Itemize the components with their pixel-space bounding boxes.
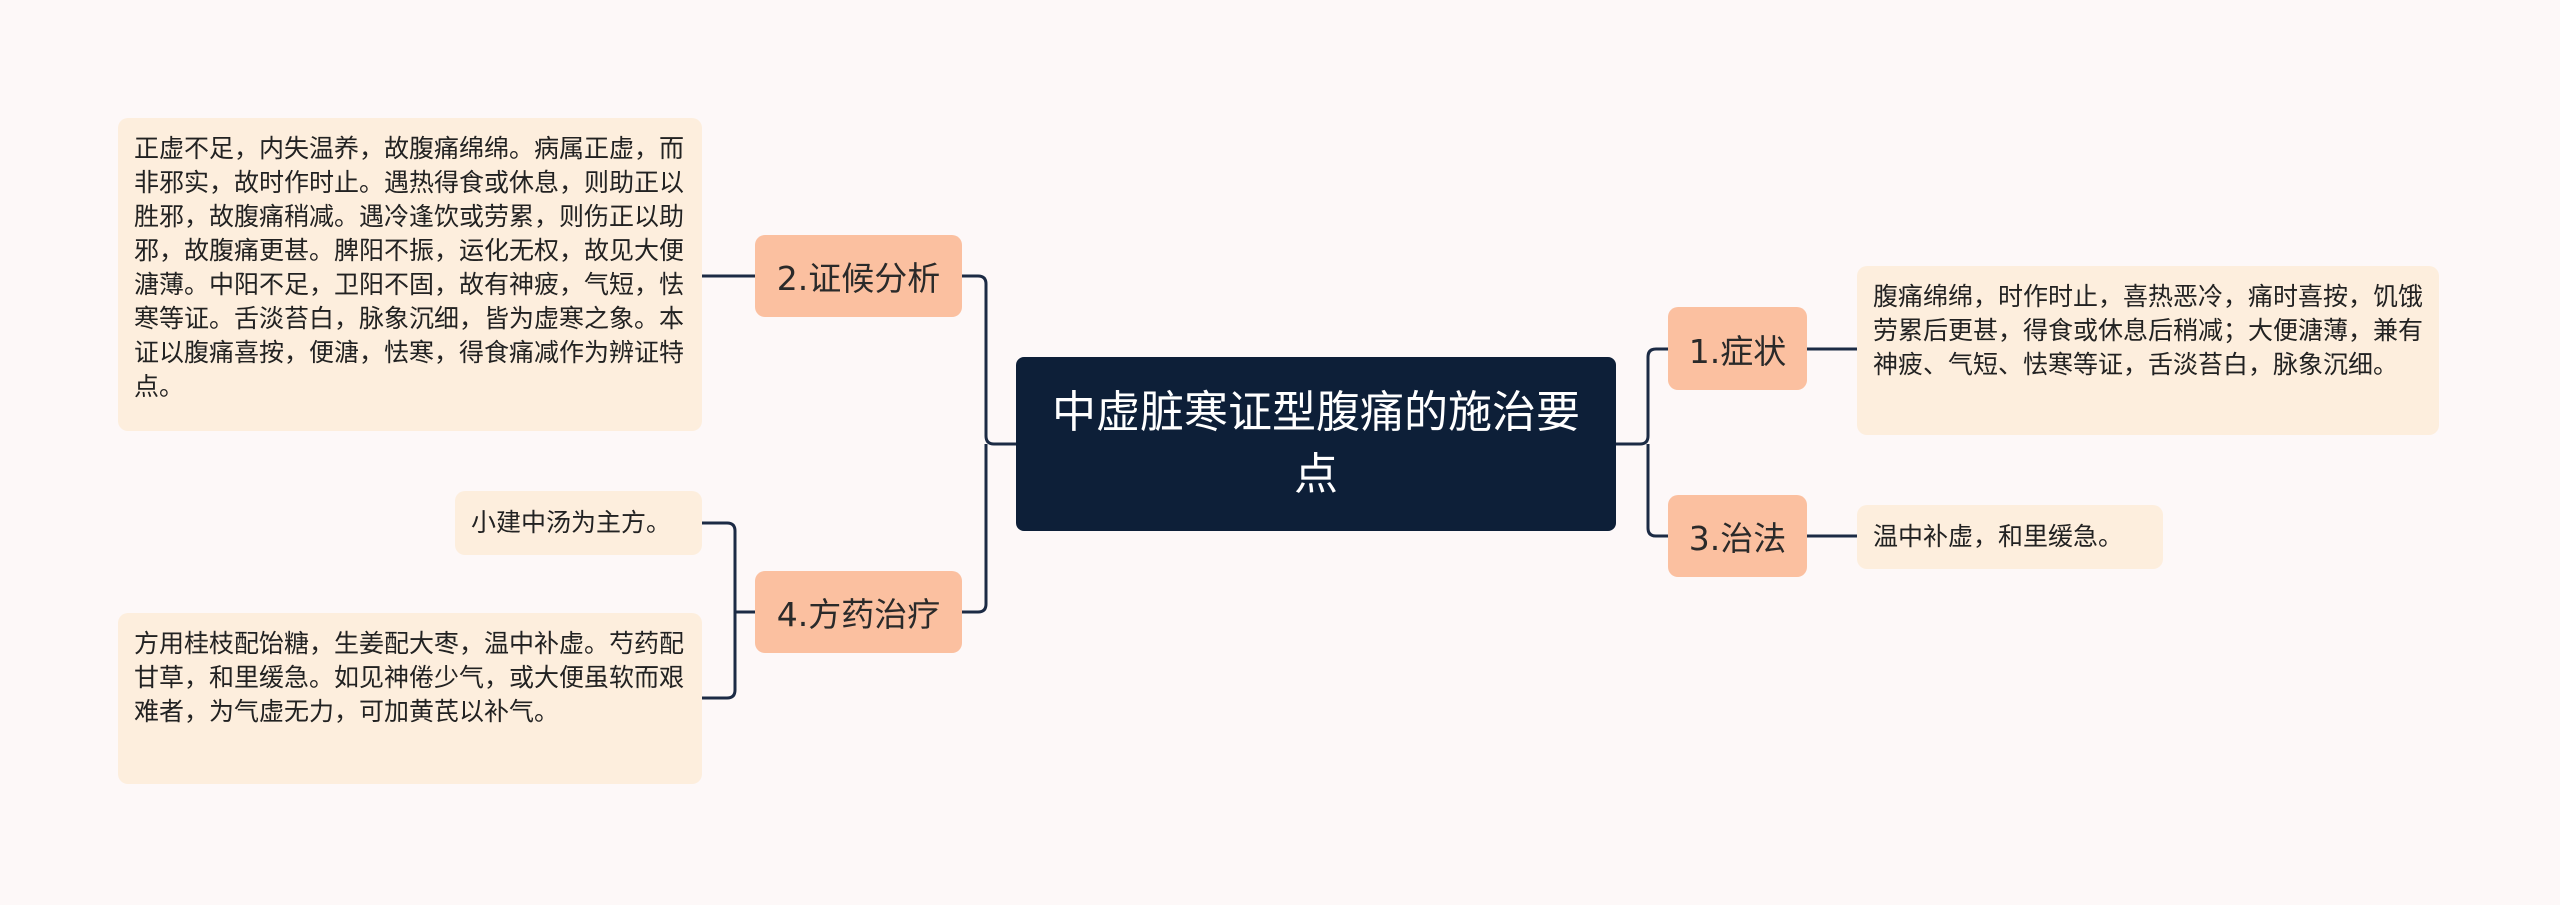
branch-label: 1.症状	[1688, 331, 1787, 371]
connector-root-symptoms	[1616, 347, 1668, 446]
leaf-symptoms[interactable]: 腹痛绵绵，时作时止，喜热恶冷，痛时喜按，饥饿劳累后更甚，得食或休息后稍减；大便溏…	[1857, 266, 2439, 435]
branch-label: 3.治法	[1688, 519, 1787, 558]
connector-formula-leaf-2	[702, 612, 737, 700]
leaf-text: 正虚不足，内失温养，故腹痛绵绵。病属正虚，而非邪实，故时作时止。遇热得食或休息，…	[134, 134, 685, 401]
leaf-syndrome-analysis[interactable]: 正虚不足，内失温养，故腹痛绵绵。病属正虚，而非邪实，故时作时止。遇热得食或休息，…	[118, 118, 702, 431]
root-topic[interactable]: 中虚脏寒证型腹痛的施治要点	[1016, 357, 1616, 531]
leaf-text: 方用桂枝配饴糖，生姜配大枣，温中补虚。芍药配甘草，和里缓急。如见神倦少气，或大便…	[134, 629, 685, 726]
connector-root-treatment	[1646, 444, 1668, 538]
branch-treatment-method[interactable]: 3.治法	[1668, 495, 1807, 577]
branch-syndrome-analysis[interactable]: 2.证候分析	[755, 235, 962, 317]
leaf-text: 小建中汤为主方。	[471, 508, 672, 537]
branch-label: 2.证候分析	[776, 259, 941, 298]
branch-symptoms[interactable]: 1.症状	[1668, 307, 1807, 390]
root-title: 中虚脏寒证型腹痛的施治要点	[1052, 387, 1580, 500]
branch-prescription[interactable]: 4.方药治疗	[755, 571, 962, 653]
connector-formula-leaf-1	[702, 521, 737, 612]
connector-root-analysis	[962, 274, 1016, 446]
leaf-text: 温中补虚，和里缓急。	[1873, 522, 2124, 551]
leaf-treatment-method[interactable]: 温中补虚，和里缓急。	[1857, 505, 2163, 569]
leaf-text: 腹痛绵绵，时作时止，喜热恶冷，痛时喜按，饥饿劳累后更甚，得食或休息后稍减；大便溏…	[1873, 282, 2424, 379]
leaf-formula-composition[interactable]: 方用桂枝配饴糖，生姜配大枣，温中补虚。芍药配甘草，和里缓急。如见神倦少气，或大便…	[118, 613, 702, 784]
leaf-main-formula[interactable]: 小建中汤为主方。	[455, 491, 702, 555]
branch-label: 4.方药治疗	[776, 595, 941, 634]
connector-root-formula	[962, 444, 988, 614]
